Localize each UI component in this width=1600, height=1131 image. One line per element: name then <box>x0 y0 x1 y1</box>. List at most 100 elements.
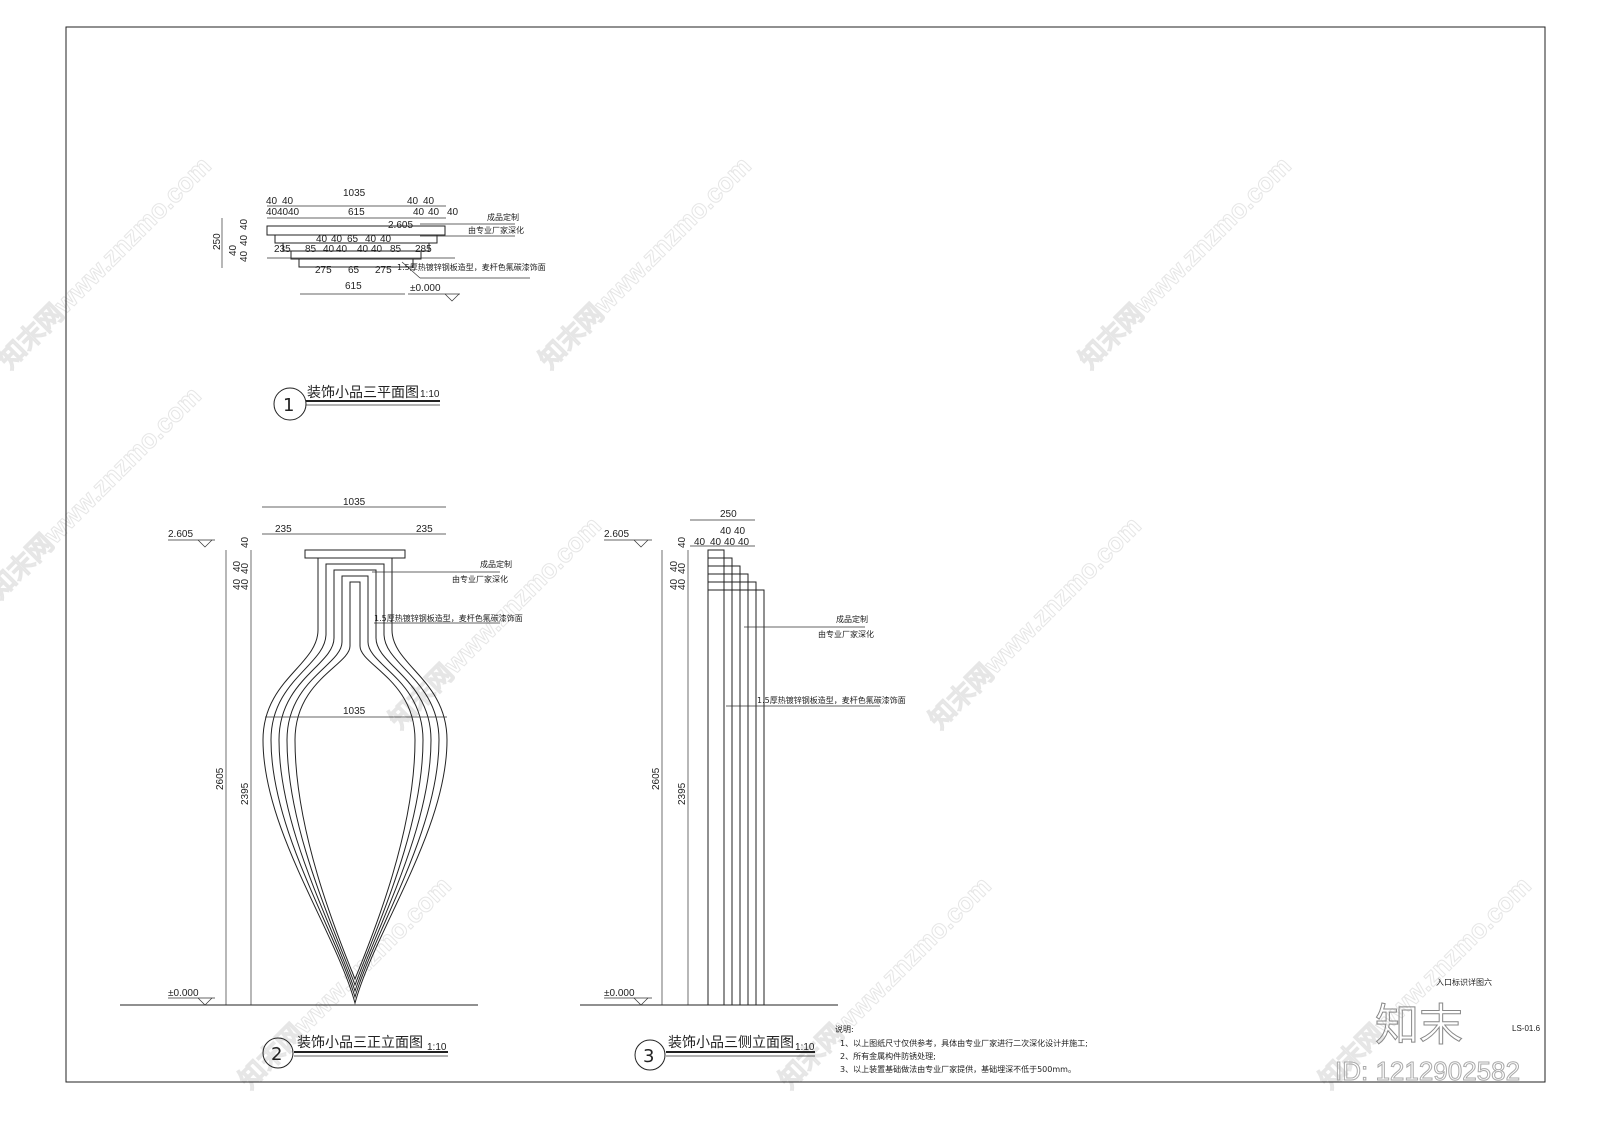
drawing-title: 装饰小品三正立面图 <box>297 1035 423 1051</box>
dim-text: 40 <box>240 578 251 590</box>
dim-text: 40 <box>669 578 680 590</box>
dim-text: 40 <box>239 250 250 262</box>
dim-text: 40 <box>323 244 335 255</box>
dim-text: 40 <box>266 196 278 207</box>
note-item: 1、以上图纸尺寸仅供参考，具体由专业厂家进行二次深化设计并施工; <box>840 1038 1088 1048</box>
dim-text: 40 <box>380 234 392 245</box>
dim-text: 40 <box>239 234 250 246</box>
dim-text: 40 <box>724 537 736 548</box>
plan-layer <box>298 258 414 268</box>
dim-text: 40 <box>266 207 278 218</box>
dim-text: 40 <box>232 560 243 572</box>
dim-text: 40 <box>447 207 459 218</box>
dim-text: 40 <box>331 234 343 245</box>
dim-text: 40 <box>336 244 348 255</box>
dim-text: 275 <box>375 265 392 276</box>
dim-text: 40 <box>669 560 680 572</box>
dim-text: 40 <box>316 234 328 245</box>
dim-text: 1035 <box>343 188 366 199</box>
dim-text: 235 <box>416 524 433 535</box>
note-item: 3、以上装置基础做法由专业厂家提供，基础埋深不低于500mm。 <box>840 1064 1076 1074</box>
dim-text: 615 <box>348 207 365 218</box>
note-text: 由专业厂家深化 <box>468 225 524 235</box>
dim-text: 40 <box>407 196 419 207</box>
dim-text: 40 <box>240 562 251 574</box>
vase-contour-line <box>286 575 424 987</box>
sheet-border <box>65 26 1546 1083</box>
drawing-number: 1 <box>283 395 294 416</box>
dim-text: 85 <box>390 244 402 255</box>
dim-text: 40 <box>720 526 732 537</box>
general-notes: 说明: 1、以上图纸尺寸仅供参考，具体由专业厂家进行二次深化设计并施工; 2、所… <box>835 1024 1088 1074</box>
watermark-text: 知末网www.znzmo.com <box>0 380 207 604</box>
dim-text: 40 <box>357 244 369 255</box>
watermark-logo: 知末 <box>1375 1000 1463 1051</box>
note-text: 成品定制 <box>480 559 512 569</box>
level-text: ±0.000 <box>168 988 199 999</box>
note-text: 成品定制 <box>836 614 868 624</box>
drawing-number-circle <box>634 1039 666 1071</box>
dim-text: 40 <box>710 537 722 548</box>
drawing-title: 装饰小品三平面图 <box>307 385 419 401</box>
watermarks: 知末网www.znzmo.com 知末网www.znzmo.com 知末网www… <box>0 150 1537 1095</box>
watermark-text: 知末网www.znzmo.com <box>0 150 217 374</box>
note-text: 由专业厂家深化 <box>452 574 508 584</box>
notes-heading: 说明: <box>835 1024 854 1034</box>
dim-text: 40 <box>677 562 688 574</box>
level-text: 2.605 <box>604 529 629 540</box>
note-text: 1.5厚热镀锌钢板造型，麦杆色氟碳漆饰面 <box>397 262 546 272</box>
plan-view: 1035 40 40 40 40 40 40 40 615 40 40 40 2… <box>212 188 546 421</box>
dim-text: 235 <box>274 244 291 255</box>
dim-text: 40 <box>677 578 688 590</box>
dim-text: 40 <box>365 234 377 245</box>
watermark-text: 知末网www.znzmo.com <box>533 150 757 374</box>
drawing-number-circle <box>262 1037 294 1069</box>
dim-text: 2605 <box>651 767 662 790</box>
dim-text: 40 <box>288 207 300 218</box>
side-plates <box>707 549 765 1006</box>
side-elevation: 250 40 40 40 40 40 40 2605 2395 40 40 40… <box>580 509 906 1071</box>
vase-outline <box>262 558 448 1005</box>
dim-text: 2605 <box>215 767 226 790</box>
drawing-number: 3 <box>643 1046 654 1067</box>
level-text: ±0.000 <box>410 283 441 294</box>
side-plate <box>707 573 749 1006</box>
dim-text: 40 <box>282 196 294 207</box>
vase-flange <box>304 549 406 559</box>
dim-text: 275 <box>315 265 332 276</box>
drawing-number: 2 <box>271 1044 282 1065</box>
dim-text: 40 <box>413 207 425 218</box>
level-text: 2.605 <box>168 529 193 540</box>
dim-text: 40 <box>677 536 688 548</box>
dim-text: 235 <box>275 524 292 535</box>
note-text: 1.5厚热镀锌钢板造型，麦杆色氟碳漆饰面 <box>757 695 906 705</box>
dim-text: 1035 <box>343 497 366 508</box>
drawing-scale: 1:10 <box>427 1042 447 1053</box>
dim-text: 65 <box>348 265 360 276</box>
dim-text: 250 <box>720 509 737 520</box>
title-block: 入口标识详图六 LS-01.6 知末 ID: 1212902582 <box>1335 977 1541 1087</box>
dim-text: 65 <box>347 234 359 245</box>
dim-text: 40 <box>423 196 435 207</box>
dim-text: 40 <box>277 207 289 218</box>
vase-contour-line <box>270 563 440 999</box>
dim-text: 2395 <box>240 782 251 805</box>
drawing-scale: 1:10 <box>420 389 440 400</box>
drawing-title: 装饰小品三侧立面图 <box>668 1035 794 1051</box>
dim-text: 85 <box>305 244 317 255</box>
dim-text: 2395 <box>677 782 688 805</box>
watermark-id: ID: 1212902582 <box>1335 1056 1520 1086</box>
dim-text: 40 <box>428 207 440 218</box>
note-text: 1.5厚热镀锌钢板造型，麦杆色氟碳漆饰面 <box>374 613 523 623</box>
sheet-number: LS-01.6 <box>1512 1024 1541 1033</box>
note-text: 由专业厂家深化 <box>818 629 874 639</box>
dim-text: 40 <box>239 218 250 230</box>
watermark-text: 知末网www.znzmo.com <box>1073 150 1297 374</box>
dim-text: 285 <box>415 244 432 255</box>
note-item: 2、所有金属构件防锈处理; <box>840 1051 936 1061</box>
dim-text: 40 <box>371 244 383 255</box>
level-text: ±0.000 <box>604 988 635 999</box>
vase-contour-line <box>262 558 448 1005</box>
dim-text: 40 <box>738 537 750 548</box>
